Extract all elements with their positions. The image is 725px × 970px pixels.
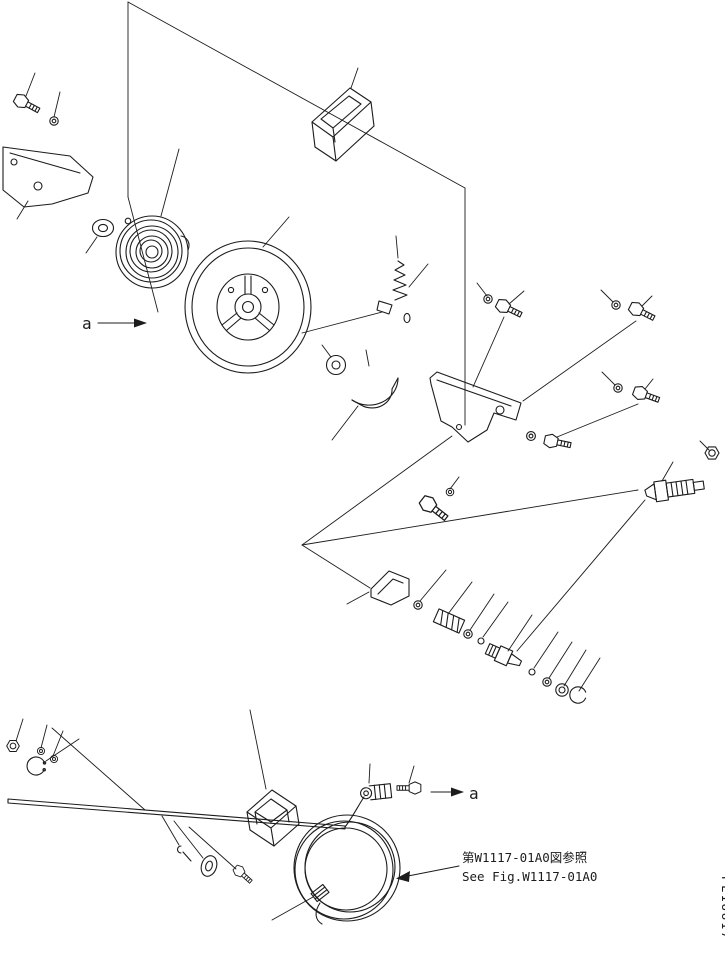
snap-ring	[569, 686, 587, 704]
label-detail-a-right: a	[469, 784, 479, 803]
brake-shoe	[351, 377, 399, 409]
detail-a-arrow-right	[430, 787, 464, 797]
coupler-spring	[432, 608, 466, 634]
screw	[231, 863, 255, 887]
bolt	[493, 296, 525, 322]
rope-coil	[293, 814, 401, 925]
connector-fitting	[484, 643, 523, 667]
ball	[477, 637, 485, 645]
grommet	[200, 855, 218, 877]
ring	[555, 683, 569, 697]
label-detail-a-left: a	[82, 314, 92, 333]
washer	[613, 383, 623, 393]
washer	[542, 677, 552, 687]
clamp-bracket	[370, 570, 410, 606]
bolt	[626, 299, 658, 325]
washer	[526, 431, 536, 441]
reference-note-japanese: 第W1117-01A0図参照	[462, 850, 587, 865]
washer	[463, 629, 473, 639]
washer	[611, 300, 621, 310]
bracket-plate	[2, 146, 94, 208]
bolt	[396, 781, 422, 795]
elbow-fitting	[360, 783, 393, 801]
ball	[528, 668, 536, 676]
clip	[176, 845, 192, 862]
guide-frame	[311, 87, 375, 162]
bolt	[416, 492, 452, 525]
washer	[413, 600, 423, 610]
washer	[36, 746, 46, 756]
washer	[49, 116, 59, 126]
recoil-spring	[115, 215, 190, 289]
washer	[49, 754, 59, 764]
pull-rod	[7, 798, 346, 830]
bolt	[11, 91, 43, 117]
pawl	[376, 300, 411, 324]
bushing	[91, 217, 132, 238]
pawl-spring	[392, 260, 408, 301]
part-number: PE18817	[719, 876, 725, 941]
leader-lines	[15, 1, 710, 921]
mounting-plate	[429, 371, 522, 443]
see-figure-arrow	[396, 865, 460, 882]
rope-clamp	[310, 883, 330, 903]
rope	[344, 796, 365, 828]
washer	[483, 294, 493, 304]
snap-ring	[26, 756, 47, 776]
nut	[704, 446, 720, 460]
grip-handle	[246, 789, 300, 847]
bolt	[542, 432, 573, 453]
detail-a-arrow-left	[97, 318, 147, 328]
rope-reel	[184, 240, 312, 374]
nut	[6, 740, 20, 752]
hose-fitting	[644, 478, 705, 503]
reference-note-english: See Fig.W1117-01A0	[462, 869, 597, 884]
roller	[325, 354, 347, 376]
